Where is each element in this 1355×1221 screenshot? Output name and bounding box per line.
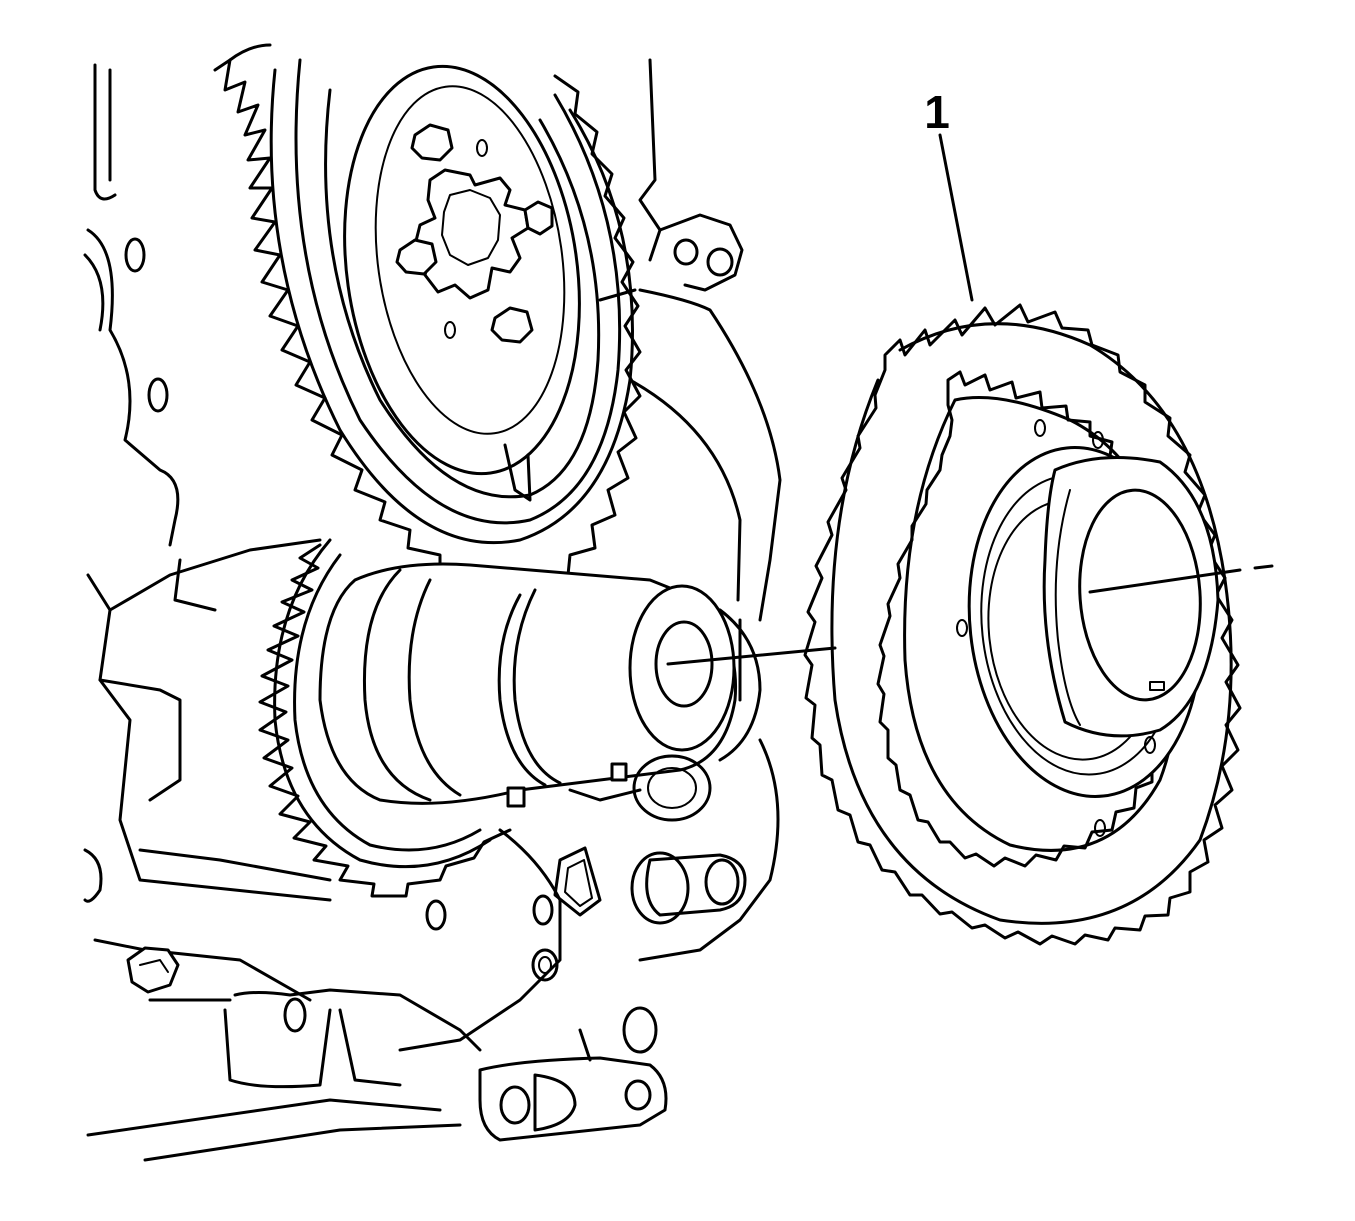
mounting-bracket-upper (598, 58, 782, 622)
alignment-axis-line (666, 564, 1274, 666)
flywheel-bolt (395, 123, 554, 344)
hex-bolt (126, 946, 180, 994)
callout-leader-line (938, 133, 974, 302)
flywheel-ring-gear (213, 43, 642, 602)
crankshaft-hub (318, 562, 762, 808)
front-cover-bracket (223, 738, 780, 1142)
callout-label: 1 (924, 86, 950, 138)
removed-ring-gear (803, 303, 1242, 946)
engine-block-outline (83, 63, 462, 1162)
callout-1: 1 (924, 86, 974, 302)
crankshaft-gear (258, 538, 512, 898)
